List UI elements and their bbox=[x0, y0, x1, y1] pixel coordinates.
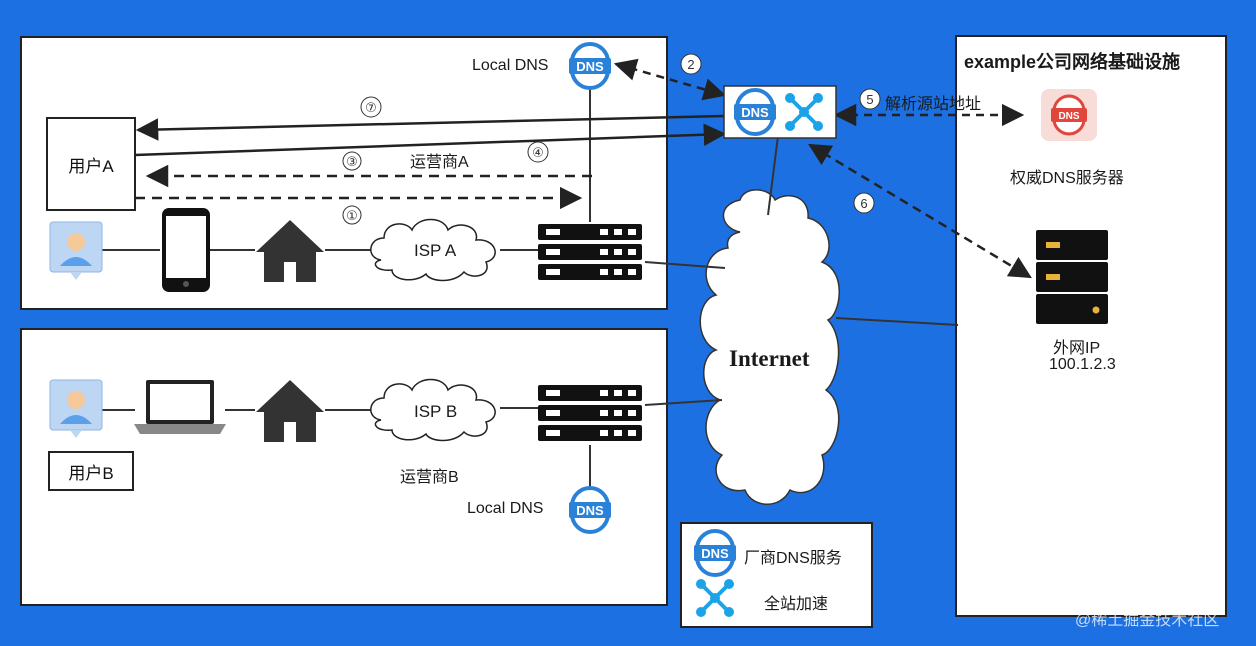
svg-text:⑦: ⑦ bbox=[365, 100, 377, 115]
infra-title: example公司网络基础设施 bbox=[964, 52, 1181, 72]
step-3-marker: ③ bbox=[342, 151, 362, 171]
auth-dns-icon: DNS bbox=[1041, 89, 1097, 141]
home-a-icon bbox=[256, 220, 324, 282]
home-b-icon bbox=[256, 380, 324, 442]
legend-acceleration-icon bbox=[694, 577, 736, 619]
isp-b-label: ISP B bbox=[414, 402, 458, 421]
carrier-b-label: 运营商B bbox=[400, 469, 459, 486]
legend-dns-icon: DNS bbox=[692, 529, 738, 577]
internet-cloud bbox=[699, 189, 840, 505]
svg-text:DNS: DNS bbox=[1058, 111, 1079, 122]
svg-text:④: ④ bbox=[532, 145, 544, 160]
svg-text:5: 5 bbox=[866, 92, 873, 107]
edge-dns-icon: DNS bbox=[732, 88, 778, 136]
internet-label: Internet bbox=[729, 346, 810, 371]
step-7-marker: ⑦ bbox=[360, 96, 382, 118]
user-a-person-icon bbox=[49, 221, 103, 281]
legend-acceleration-label: 全站加速 bbox=[764, 596, 829, 613]
step-6-marker: 6 bbox=[853, 192, 875, 214]
local-dns-b-icon: DNS bbox=[567, 486, 613, 534]
svg-text:DNS: DNS bbox=[576, 59, 604, 74]
step-2-marker: 2 bbox=[680, 53, 702, 75]
phone-icon bbox=[162, 208, 210, 292]
auth-dns-label: 权威DNS服务器 bbox=[1010, 170, 1124, 187]
svg-text:DNS: DNS bbox=[701, 546, 729, 561]
external-ip-label: 外网IP bbox=[1053, 340, 1101, 357]
local-dns-a-icon: DNS bbox=[567, 42, 613, 90]
isp-b-server-icon bbox=[538, 385, 642, 441]
step-5-marker: 5 bbox=[859, 88, 881, 110]
svg-text:①: ① bbox=[346, 208, 358, 223]
user-b-box: 用户B bbox=[48, 451, 134, 491]
svg-text:6: 6 bbox=[860, 196, 867, 211]
user-b-person-icon bbox=[49, 379, 103, 439]
svg-text:DNS: DNS bbox=[576, 503, 604, 518]
step-5-label: 解析源站地址 bbox=[885, 96, 982, 113]
isp-a-server-icon bbox=[538, 224, 642, 280]
isp-a-label: ISP A bbox=[414, 241, 457, 260]
laptop-icon bbox=[134, 380, 226, 434]
site-watermark: @稀土掘金技术社区 bbox=[1075, 612, 1220, 629]
local-dns-b-label: Local DNS bbox=[467, 500, 544, 517]
external-ip-value: 100.1.2.3 bbox=[1049, 356, 1116, 373]
svg-text:③: ③ bbox=[346, 154, 358, 169]
origin-server-icon bbox=[1036, 230, 1108, 324]
svg-text:DNS: DNS bbox=[741, 105, 769, 120]
svg-text:2: 2 bbox=[687, 57, 694, 72]
step-4-marker: ④ bbox=[527, 141, 549, 163]
local-dns-a-label: Local DNS bbox=[472, 57, 549, 74]
legend-dns-label: 厂商DNS服务 bbox=[744, 550, 842, 567]
user-a-box: 用户A bbox=[46, 117, 136, 211]
step-1-marker: ① bbox=[342, 205, 362, 225]
carrier-a-label: 运营商A bbox=[410, 154, 469, 171]
